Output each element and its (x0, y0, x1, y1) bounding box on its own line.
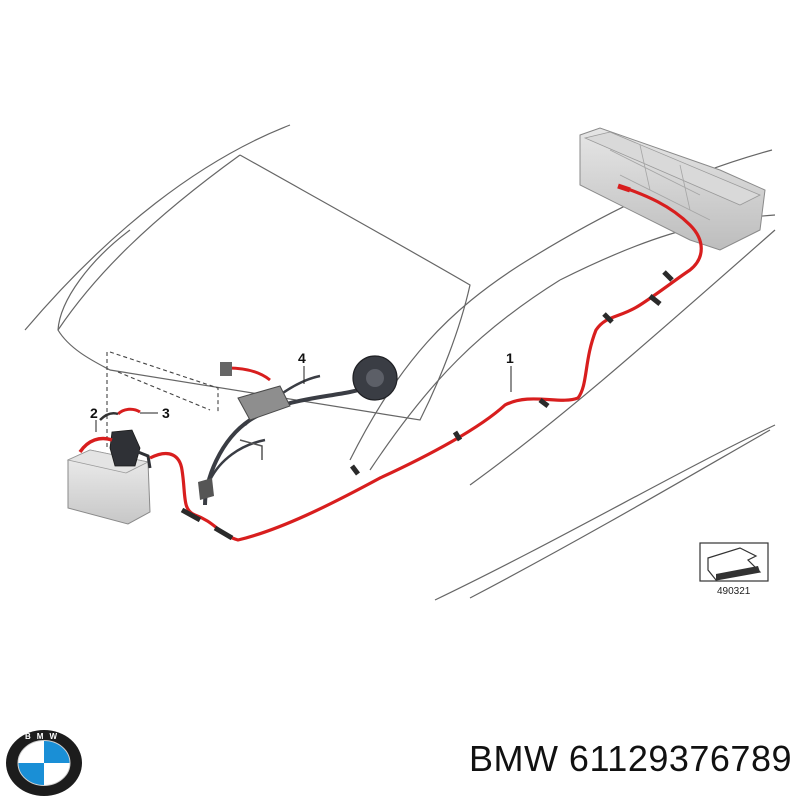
main-cable-run (149, 186, 703, 542)
part-1-main-cable (149, 183, 703, 542)
logo-blue-quadrant-1 (44, 740, 70, 763)
part-2-3-cable (78, 407, 141, 454)
reference-symbol (699, 542, 769, 582)
harness-control-unit (237, 385, 291, 421)
part-4-harness (198, 355, 398, 506)
callout-3: 3 (162, 405, 170, 421)
reference-label: 490321 (717, 586, 751, 597)
hv-battery-ribs (609, 144, 711, 221)
callout-2: 2 (90, 405, 98, 421)
door-line (469, 229, 776, 486)
harness-lower-connector (198, 478, 214, 500)
callout-4: 4 (298, 350, 306, 366)
starter-battery (66, 429, 152, 525)
windshield-outline (57, 154, 471, 421)
part-battery-red-lead (78, 436, 113, 454)
battery-clamp (127, 446, 152, 469)
battery-terminal-block (109, 429, 141, 467)
dashed-guides (106, 351, 219, 448)
main-cable-clips (180, 270, 674, 541)
reference-arrow-shade (716, 566, 760, 580)
windshield-inner (57, 154, 241, 331)
hv-battery-top (583, 131, 761, 206)
callout-1: 1 (506, 350, 514, 366)
logo-blue-quadrant-2 (18, 763, 44, 786)
harness-connector-top (220, 362, 232, 376)
part-3-red-lead (116, 407, 141, 416)
hv-battery-module (579, 127, 766, 251)
blower-motor-hub (366, 369, 384, 387)
hood-outer-line (24, 124, 291, 331)
logo-letters: BMW (25, 732, 63, 741)
guide-bracket-top (109, 351, 219, 412)
sill-line (434, 424, 776, 601)
harness-sensor-lead (239, 439, 263, 460)
guide-bracket-lower (117, 371, 211, 411)
harness-red-loop (227, 366, 271, 382)
callout-leaders (95, 366, 512, 432)
main-cable-end-lug (617, 183, 631, 193)
part-caption: BMW 61129376789 (468, 738, 792, 779)
bmw-logo: BMW (6, 730, 82, 796)
part-2-dark-lead (99, 412, 119, 421)
sill-line-2 (469, 429, 771, 599)
a-pillar-line-2 (369, 279, 561, 471)
